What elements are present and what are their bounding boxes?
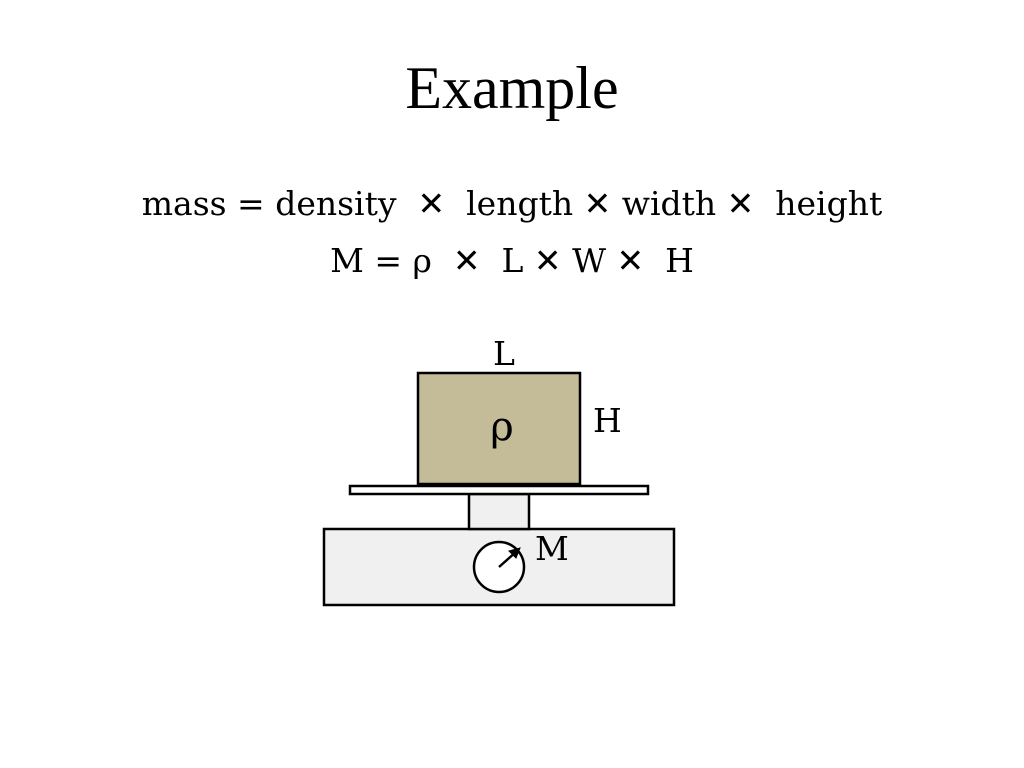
formula-words: mass = density ✕ length ✕ width ✕ height — [141, 184, 883, 223]
scale-platform — [348, 484, 650, 496]
formula-symbols: M = ρ ✕ L ✕ W ✕ H — [330, 241, 694, 280]
slide-title: Example — [405, 55, 619, 121]
density-label: ρ — [490, 404, 514, 450]
density-block — [416, 371, 582, 486]
mass-label: M — [535, 529, 569, 568]
length-label: L — [493, 334, 515, 373]
height-label: H — [593, 401, 622, 440]
gauge-dial-icon — [472, 540, 526, 594]
scale-stem — [467, 492, 531, 531]
